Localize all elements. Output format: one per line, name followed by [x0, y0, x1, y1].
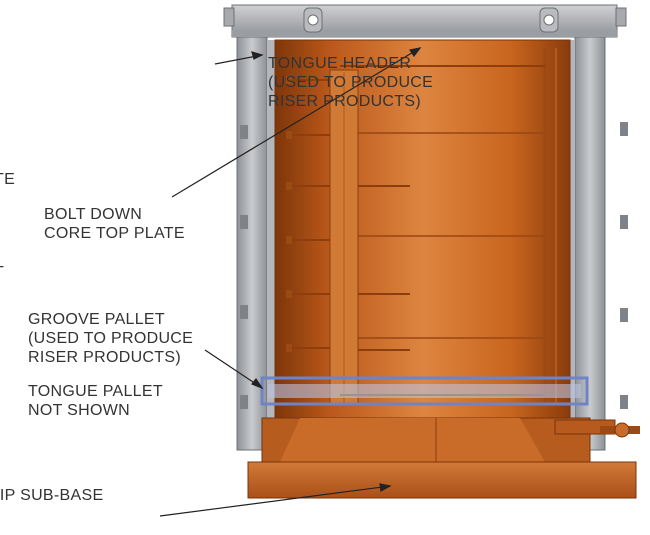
label-groove-pallet: GROOVE PALLET (USED TO PRODUCE RISER PRO… — [28, 311, 194, 366]
label-tongue-header: TONGUE HEADER (USED TO PRODUCE RISER PRO… — [268, 55, 434, 110]
outer-jacket — [236, 34, 606, 451]
label-strip-sub-base: TRIP SUB-BASE — [0, 487, 104, 504]
leader-lines — [159, 47, 422, 517]
label-bolt-down-core-top-plate: BOLT DOWN CORE TOP PLATE — [44, 206, 185, 242]
label-tongue-pallet: TONGUE PALLET NOT SHOWN — [28, 383, 163, 419]
groove-pallet — [260, 376, 589, 406]
label-fragment-t: T — [0, 263, 4, 282]
core-body — [274, 39, 571, 421]
jacket-clamps — [240, 122, 628, 409]
strip-sub-base — [247, 417, 640, 499]
tongue-header-ring — [223, 4, 627, 38]
label-fragment-te: TE — [0, 171, 16, 188]
